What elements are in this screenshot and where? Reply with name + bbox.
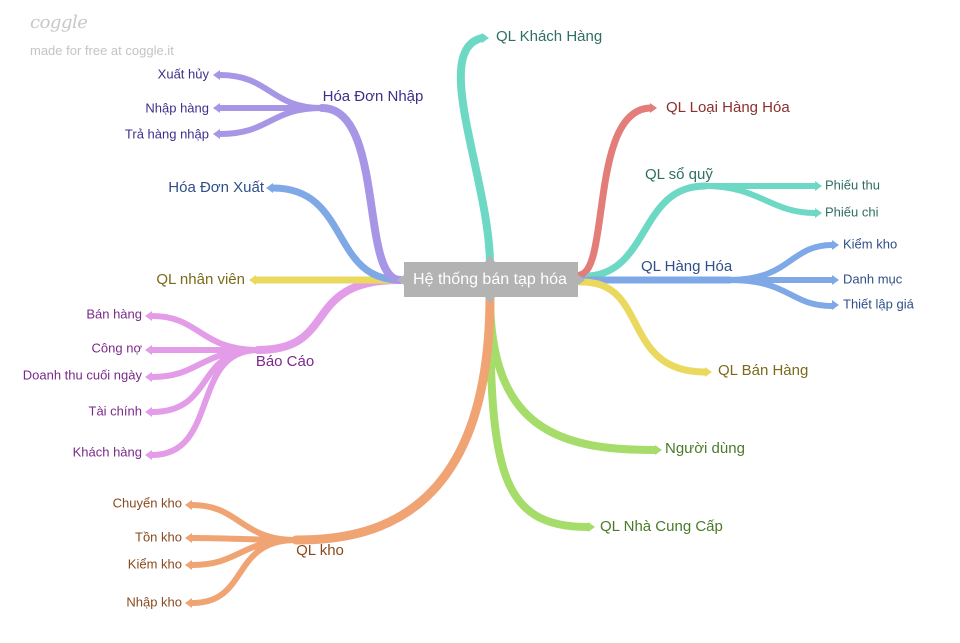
branch-ql-so-quy [586,182,709,280]
branch-end-marker [213,129,220,139]
branch-end-marker [832,300,839,310]
node-hoa-don-nhap-child[interactable]: Trả hàng nhập [125,126,209,141]
branch-end-marker [578,275,585,285]
node-ql-kho-child[interactable]: Nhập kho [126,594,182,609]
branch-ql-khach-hang [456,34,494,269]
node-ql-kho-child[interactable]: Kiểm kho [128,556,182,571]
branch-end-marker [815,208,822,218]
branch-hoa-don-nhap [318,104,404,284]
node-hoa-don-xuat[interactable]: Hóa Đơn Xuất [168,179,265,196]
root-node[interactable]: Hệ thống bán tạp hóa [404,262,578,297]
branch-end-marker [485,255,495,262]
sub-branch-ql-kho [189,502,299,543]
sub-branch-hoa-don-nhap [217,72,325,111]
branch-end-marker [145,407,152,417]
branch-hoa-don-xuat [269,184,404,284]
node-bao-cao-child[interactable]: Công nợ [92,340,143,355]
node-hoa-don-nhap-child[interactable]: Nhập hàng [145,100,209,115]
branch-end-marker [213,103,220,113]
node-bao-cao-child[interactable]: Doanh thu cuối ngày [23,367,143,382]
node-ql-hang-hoa-child[interactable]: Thiết lập giá [843,296,915,311]
branch-end-marker [145,311,152,321]
node-ql-so-quy-child[interactable]: Phiếu chi [825,204,879,219]
node-bao-cao-child[interactable]: Tài chính [89,403,142,418]
sub-branch-ql-kho [189,537,299,606]
branch-end-marker [485,297,495,304]
branch-end-marker [185,598,192,608]
node-ql-loai-hang-hoa[interactable]: QL Loại Hàng Hóa [666,99,790,116]
branch-ql-ban-hang [576,278,709,376]
branch-end-marker [249,275,256,285]
node-ql-hang-hoa[interactable]: QL Hàng Hóa [641,258,733,275]
node-ql-kho[interactable]: QL kho [296,542,344,559]
node-ql-ban-hang[interactable]: QL Bán Hàng [718,362,808,379]
node-ql-so-quy-child[interactable]: Phiếu thu [825,177,880,192]
branch-ql-loai-hang-hoa [576,104,654,279]
node-ql-hang-hoa-child[interactable]: Kiểm kho [843,236,897,251]
branch-end-marker [185,533,192,543]
branch-end-marker [588,522,595,532]
branch-end-marker [832,240,839,250]
branch-end-marker [705,367,712,377]
branch-end-marker [185,500,192,510]
branch-ql-nha-cung-cap [486,291,592,531]
node-ql-nhan-vien[interactable]: QL nhân viên [156,271,245,288]
branch-end-marker [145,450,152,460]
branch-end-marker [266,183,273,193]
node-ql-nha-cung-cap[interactable]: QL Nhà Cung Cấp [600,518,723,535]
node-hoa-don-nhap-child[interactable]: Xuất hủy [158,66,210,81]
sub-branch-ql-hang-hoa [727,242,835,283]
node-ql-so-quy[interactable]: QL sổ quỹ [645,166,713,183]
node-bao-cao[interactable]: Báo Cáo [256,353,314,370]
node-ql-hang-hoa-child[interactable]: Danh mục [843,271,903,286]
sub-branch-ql-so-quy [702,183,818,216]
branch-end-marker [397,275,404,285]
sub-branch-bao-cao [149,313,261,353]
node-hoa-don-nhap[interactable]: Hóa Đơn Nhập [323,88,424,105]
node-bao-cao-child[interactable]: Bán hàng [86,306,142,321]
branches-layer [149,34,835,606]
sub-branch-hoa-don-nhap [217,105,325,137]
branch-end-marker [145,372,152,382]
branch-end-marker [482,33,489,43]
node-bao-cao-child[interactable]: Khách hàng [73,444,142,459]
node-ql-kho-child[interactable]: Chuyển kho [113,495,182,510]
node-ql-khach-hang[interactable]: QL Khách Hàng [496,28,602,45]
node-nguoi-dung[interactable]: Người dùng [665,440,745,457]
coggle-logo: coggle [30,12,88,33]
branch-end-marker [185,560,192,570]
sub-branch-ql-hang-hoa [727,277,835,309]
root-node-label: Hệ thống bán tạp hóa [413,271,567,288]
branch-end-marker [213,70,220,80]
node-ql-kho-child[interactable]: Tồn kho [135,529,182,544]
branch-ql-kho [291,290,495,545]
root-node-box [404,262,578,297]
branch-end-marker [655,445,662,455]
branch-end-marker [145,345,152,355]
sub-branch-bao-cao [149,347,261,458]
watermark-subtitle: made for free at coggle.it [30,43,174,58]
branch-end-marker [650,103,657,113]
branch-end-marker [832,275,839,285]
branch-bao-cao [254,276,404,354]
branch-end-marker [815,181,822,191]
